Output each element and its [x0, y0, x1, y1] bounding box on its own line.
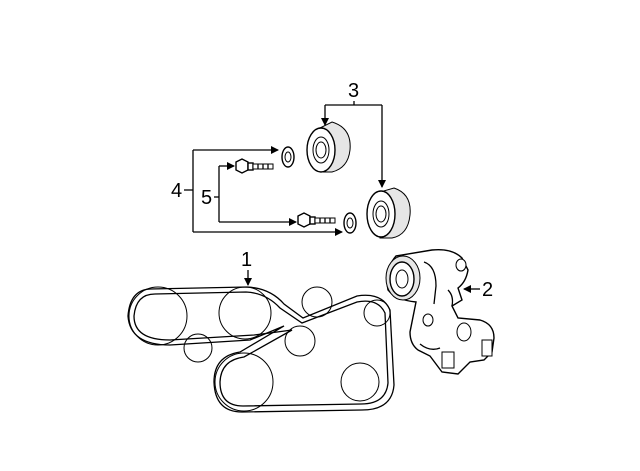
- callout-5: 5: [201, 162, 297, 226]
- callout-4: 4: [171, 146, 343, 236]
- callout-3: 3: [321, 80, 386, 188]
- callout-2: 2: [463, 279, 493, 301]
- belt-pulley: [340, 362, 380, 402]
- belt-pulley: [183, 333, 213, 363]
- bolt-lower: [297, 212, 336, 228]
- belt-pulley: [284, 325, 316, 357]
- washer-upper: [281, 146, 295, 168]
- callout-label-3: 3: [348, 80, 359, 102]
- washer-lower: [343, 212, 357, 234]
- belt-outline-inner: [133, 291, 389, 407]
- belt-pulley: [218, 286, 272, 340]
- callout-1: 1: [241, 249, 252, 286]
- callout-label-1: 1: [241, 249, 252, 271]
- callout-label-2: 2: [482, 279, 493, 301]
- belt-outline-outer: [127, 286, 395, 413]
- idler-pulley-upper: [306, 121, 351, 173]
- callout-label-5: 5: [201, 187, 212, 209]
- serpentine-belt: [127, 286, 395, 413]
- bolt-upper: [235, 158, 274, 174]
- tensioner-bracket: [385, 248, 495, 375]
- belt-pulley: [214, 352, 274, 412]
- idler-pulley-lower: [366, 187, 411, 239]
- belt-pulley: [128, 286, 188, 346]
- callout-label-4: 4: [171, 180, 182, 202]
